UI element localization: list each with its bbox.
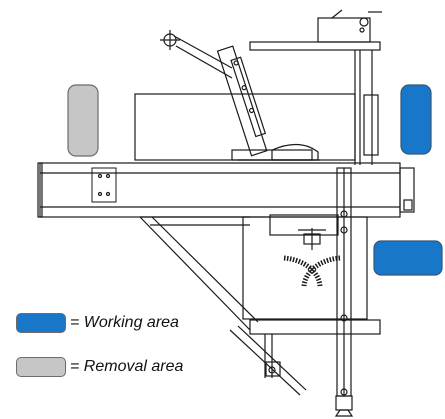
legend-removal-swatch [16,357,66,377]
legend-working: = Working area [16,313,179,333]
legend-working-label: = Working area [70,314,179,331]
top-rail-assembly [249,9,382,51]
angle-scale [283,228,341,287]
blade-carriage [231,143,320,161]
pivot-arm [173,35,233,79]
removal-area-left [67,84,99,157]
main-table [37,162,415,218]
vertical-track [334,167,354,417]
working-area-bottom [373,240,443,276]
right-columns [354,50,379,165]
working-area-right [400,84,432,155]
saw-arm [216,45,268,157]
legend-working-swatch [16,313,66,333]
legend-removal-label: = Removal area [70,358,184,375]
legend-removal: = Removal area [16,357,183,377]
crosshair-knob-icon [160,30,180,50]
